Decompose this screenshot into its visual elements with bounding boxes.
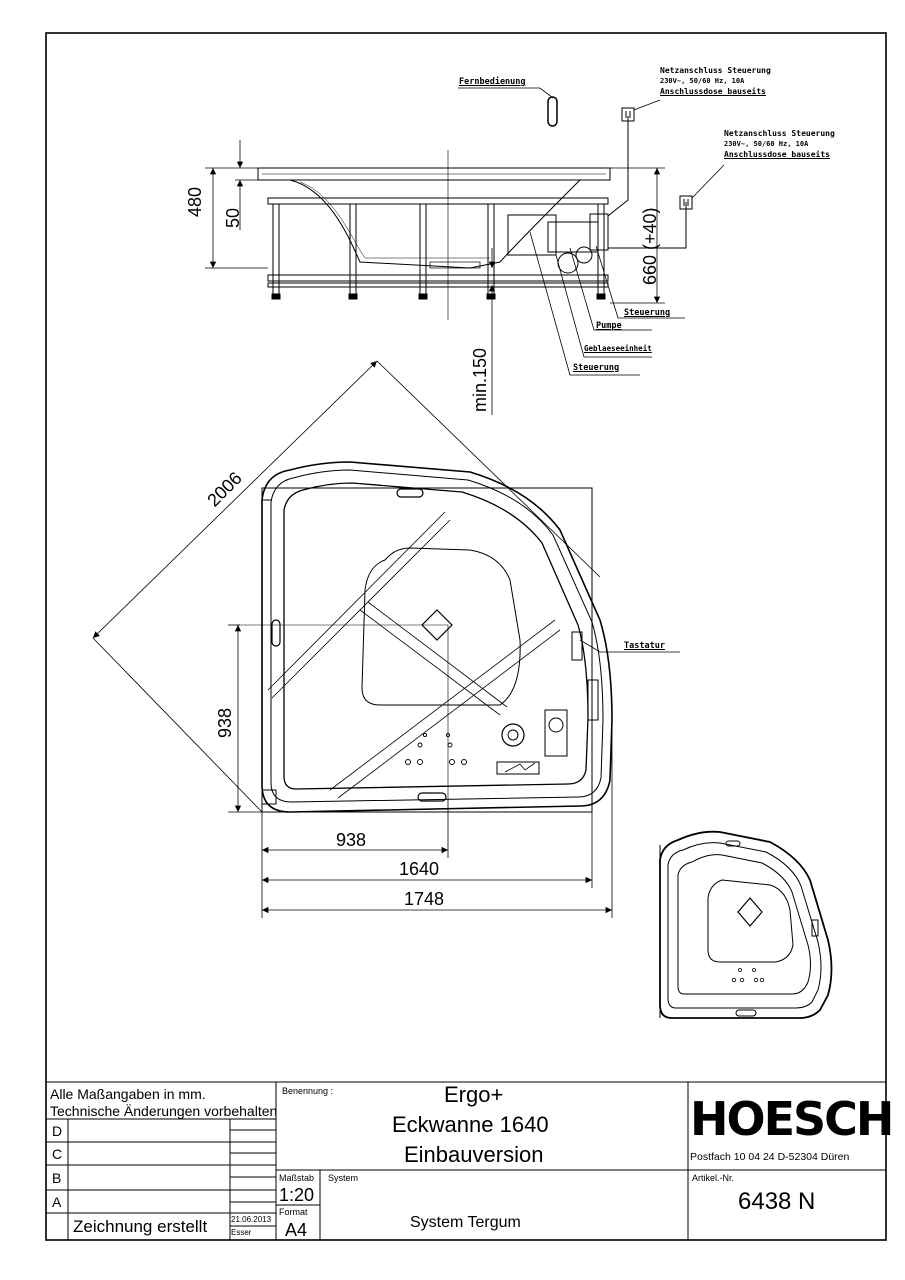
drawn-label: Zeichnung erstellt [73, 1217, 208, 1236]
massstab-value: 1:20 [279, 1185, 315, 1205]
title-block-grid [46, 1081, 886, 1240]
isometric-thumbnail [659, 830, 833, 1019]
system-value: System Tergum [410, 1214, 521, 1231]
revision-b: B [52, 1170, 62, 1186]
artikel-label: Artikel.-Nr. [692, 1173, 735, 1183]
sheet-border [45, 32, 887, 1241]
callout-geblaese: Geblaeseeinheit [584, 344, 652, 353]
benennung-label: Benennung : [282, 1086, 334, 1096]
dim-1640: 1640 [399, 859, 440, 879]
callout-steuerung-left: Steuerung [573, 363, 620, 373]
artikel-number: 6438 N [738, 1188, 816, 1215]
callout-netz1-line1: Netzanschluss Steuerung [660, 66, 771, 75]
side-elevation-view [257, 116, 687, 320]
massstab-label: Maßstab [279, 1173, 315, 1183]
drawn-date: 21.06.2013 [231, 1215, 272, 1224]
brand-address: Postfach 10 04 24 D-52304 Düren [690, 1151, 850, 1163]
leader-lines [458, 87, 725, 653]
plan-dimension-lines [92, 360, 613, 918]
revision-a: A [52, 1194, 62, 1210]
dim-50: 50 [223, 207, 243, 228]
system-label: System [328, 1173, 359, 1183]
power-socket-icon [621, 107, 693, 210]
dim-660: 660 (+40) [640, 207, 660, 285]
product-version: Einbauversion [404, 1142, 544, 1167]
product-name: Ergo+ [444, 1082, 504, 1107]
dim-min150: min.150 [470, 347, 490, 412]
dimension-lines-left [205, 140, 268, 269]
callout-netz1-line2: 230V~, 50/60 Hz, 10A [660, 77, 745, 85]
note-dimensions: Alle Maßangaben in mm. [50, 1086, 206, 1102]
revision-c: C [52, 1146, 63, 1162]
remote-control-icon [547, 96, 558, 127]
product-type: Eckwanne 1640 [392, 1112, 549, 1137]
dim-938-horizontal: 938 [336, 830, 367, 850]
format-label: Format [279, 1207, 308, 1217]
dim-480: 480 [185, 186, 205, 217]
revision-d: D [52, 1123, 63, 1139]
callout-netz2-line3: Anschlussdose bauseits [724, 150, 830, 159]
callout-fernbedienung: Fernbedienung [459, 77, 526, 87]
callout-netz1-line3: Anschlussdose bauseits [660, 87, 766, 96]
drawn-by: Esser [231, 1228, 252, 1237]
dimension-lines-right [610, 167, 665, 304]
brand-logo: HOESCH [690, 1092, 894, 1146]
callout-netz2-line1: Netzanschluss Steuerung [724, 129, 835, 138]
callout-tastatur: Tastatur [624, 641, 665, 651]
plan-view [236, 461, 613, 813]
dim-1748: 1748 [404, 889, 445, 909]
callout-netz2-line2: 230V~, 50/60 Hz, 10A [724, 140, 809, 148]
callout-steuerung-right: Steuerung [624, 308, 671, 318]
dim-938-vertical: 938 [215, 707, 235, 738]
callout-pumpe: Pumpe [596, 321, 622, 331]
note-changes: Technische Änderungen vorbehalten [50, 1103, 278, 1119]
format-value: A4 [285, 1220, 308, 1240]
